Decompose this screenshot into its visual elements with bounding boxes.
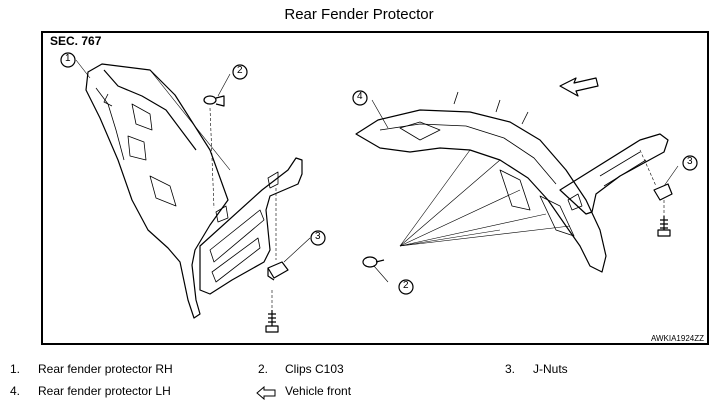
clip-c103-right	[362, 256, 385, 268]
legend-text-1: Rear fender protector RH	[38, 362, 173, 376]
fender-protector-rh	[85, 63, 229, 319]
callout-4: 4	[357, 91, 363, 102]
legend-text-3: J-Nuts	[533, 362, 568, 376]
section-label: SEC. 767	[50, 34, 102, 48]
legend-text-4: Rear fender protector LH	[38, 384, 171, 398]
legend-text-2: Clips C103	[285, 362, 344, 376]
callout-2-left: 2	[237, 65, 243, 76]
legend-num-1: 1.	[10, 362, 21, 376]
legend-num-2: 2.	[258, 362, 269, 376]
callout-2-right: 2	[403, 280, 409, 291]
image-code: AWKIA1924ZZ	[650, 334, 704, 343]
j-nut-left	[267, 261, 289, 281]
right-leader-lines	[371, 99, 679, 283]
legend-num-4: 4.	[10, 384, 21, 398]
rh-mounting-bracket	[199, 157, 303, 295]
callout-3-right: 3	[687, 156, 693, 167]
lh-mounting-bracket	[559, 133, 669, 215]
legend-num-3: 3.	[505, 362, 516, 376]
arrow-left-icon	[256, 386, 276, 400]
fender-protector-lh	[355, 91, 607, 273]
left-leader-lines	[75, 59, 311, 310]
diagram-title: Rear Fender Protector	[284, 6, 434, 23]
diagram-frame	[41, 31, 709, 345]
j-nut-right	[653, 183, 673, 201]
legend-text-5: Vehicle front	[285, 384, 352, 398]
callout-1: 1	[65, 53, 71, 64]
bolt-right	[657, 216, 671, 237]
vehicle-front-arrow	[559, 77, 599, 97]
clip-c103-left	[203, 95, 225, 107]
bolt-left	[265, 310, 279, 333]
callouts	[60, 52, 698, 295]
callout-3-left: 3	[315, 231, 321, 242]
